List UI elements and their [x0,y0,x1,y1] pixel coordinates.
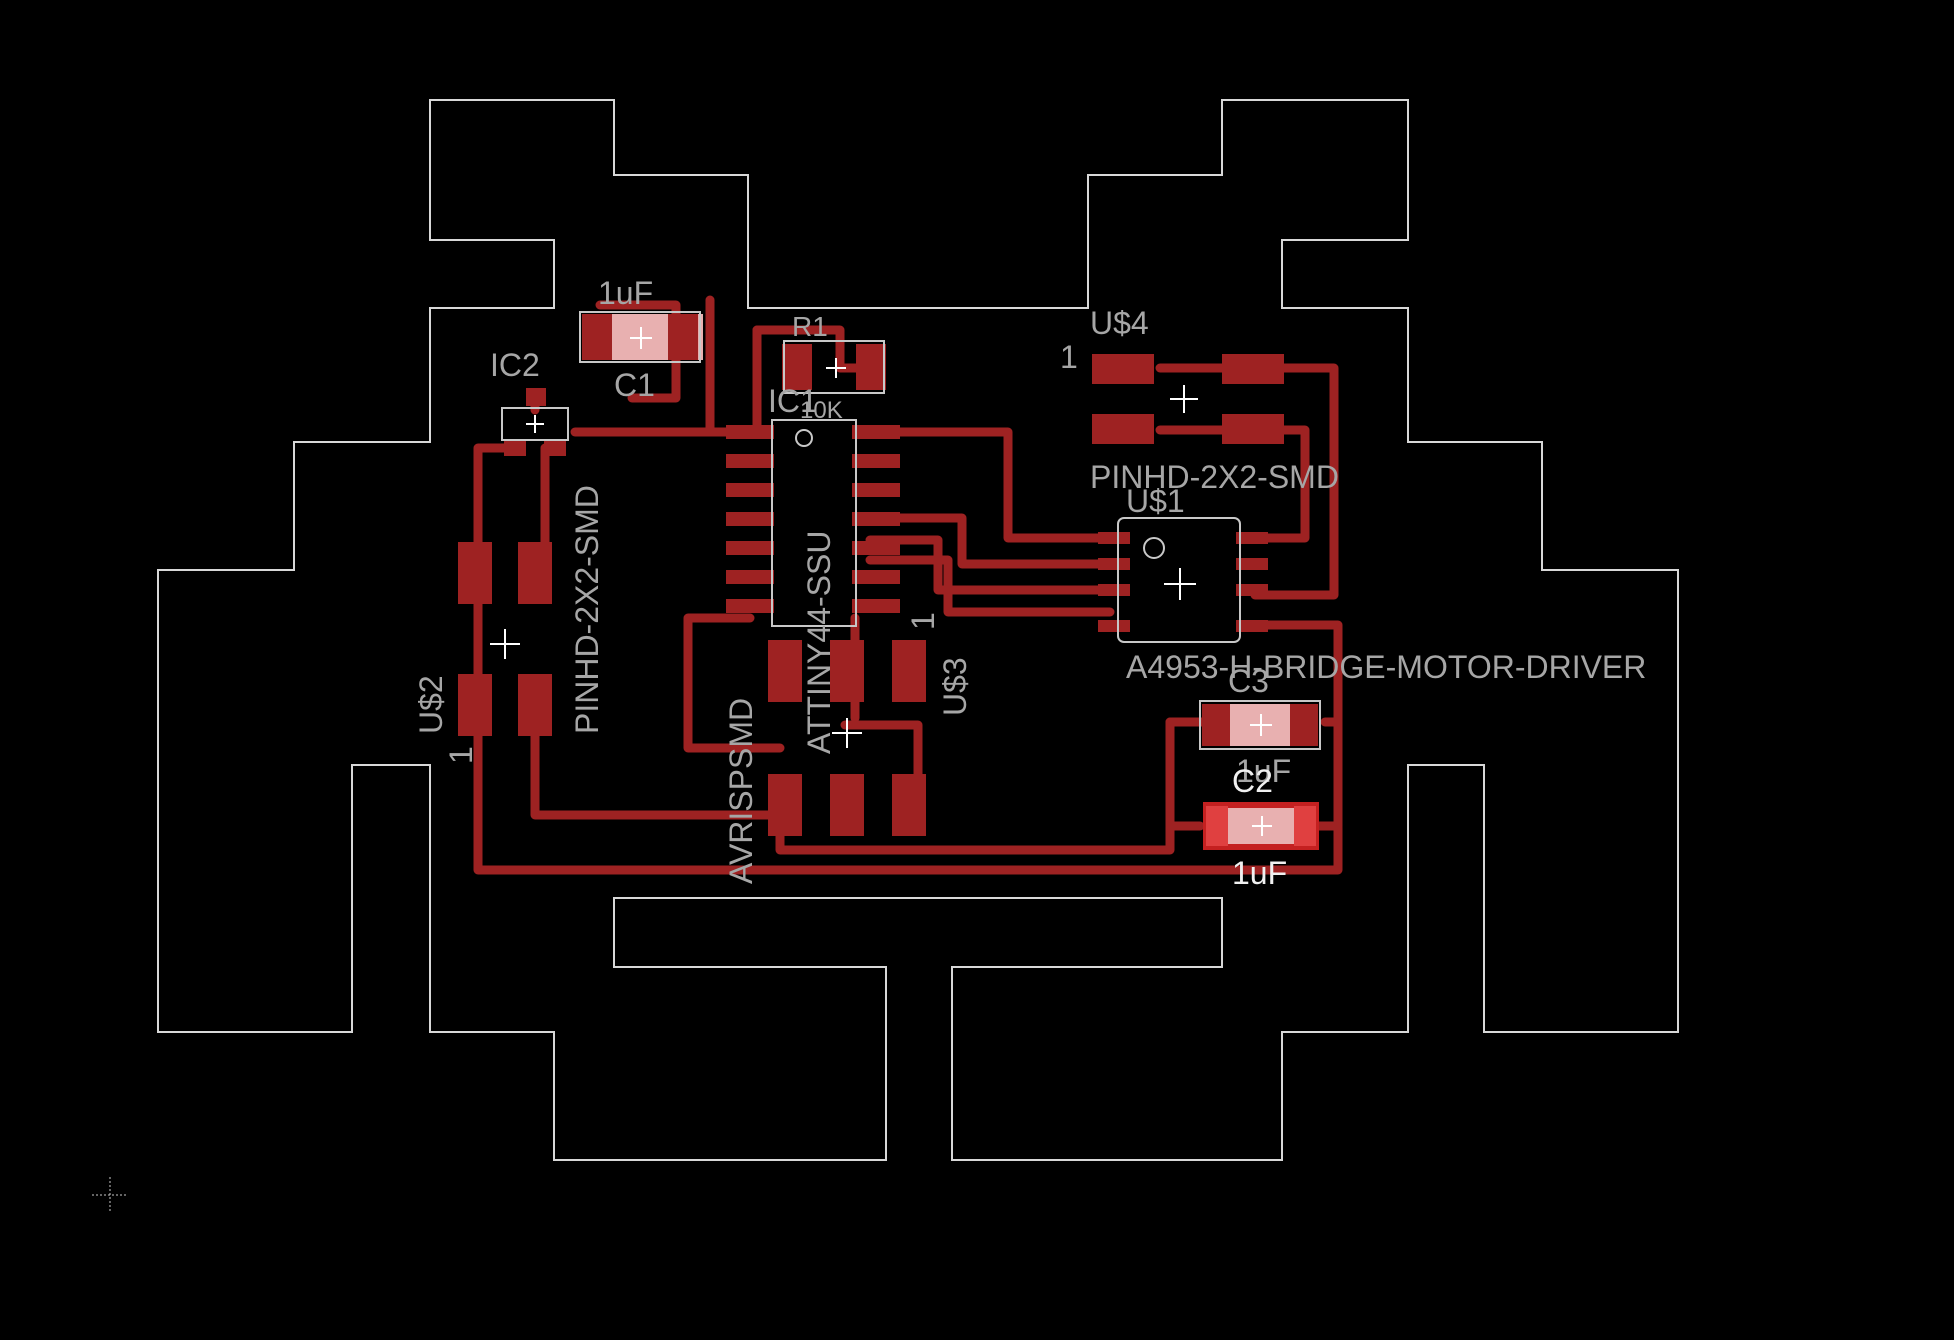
c2-value-label: 1uF [1232,855,1287,891]
u1-value-label: A4953-H-BRIDGE-MOTOR-DRIVER [1126,649,1646,685]
microcontroller-ic1[interactable] [726,419,900,627]
u2-package-label: PINHD-2X2-SMD [569,485,605,734]
resistor-r1[interactable] [782,340,886,394]
c1-value-label: 1uF [598,275,653,311]
header-u2[interactable] [458,542,552,736]
board-outline [157,99,1679,1161]
u3-name-label: U$3 [937,657,973,716]
u2-name-label: U$2 [413,675,449,734]
u4-pin1-label: 1 [1060,339,1078,375]
u4-name-label: U$4 [1090,305,1149,341]
u3-pin1-label: 1 [905,612,941,630]
origin-crosshair-icon [92,1177,128,1213]
regulator-ic2[interactable] [501,388,569,456]
r1-value-label: 10K [800,397,843,424]
ic1-name-label: IC1 [768,383,818,419]
u1-name-label: U$1 [1126,483,1185,519]
ic1-value-label: ATTINY44-SSU [801,531,837,754]
c2-name-label: C2 [1232,763,1273,799]
c3-value-label: 1uF [1236,753,1291,789]
capacitor-c1[interactable] [579,311,703,363]
u2-pin1-label: 1 [443,746,479,764]
ic2-name-label: IC2 [490,347,540,383]
r1-name-label: R1 [792,311,828,342]
capacitor-c2[interactable] [1203,802,1319,850]
u4-package-label: PINHD-2X2-SMD [1090,459,1339,495]
isp-header-avrisp[interactable] [768,640,926,836]
header-u4[interactable] [1092,354,1284,444]
capacitor-c3[interactable] [1199,700,1321,750]
c1-name-label: C1 [614,367,655,403]
avr-value-label: AVRISPSMD [723,698,759,884]
c3-name-label: C3 [1228,663,1269,699]
motor-driver-u1[interactable] [1098,517,1268,643]
